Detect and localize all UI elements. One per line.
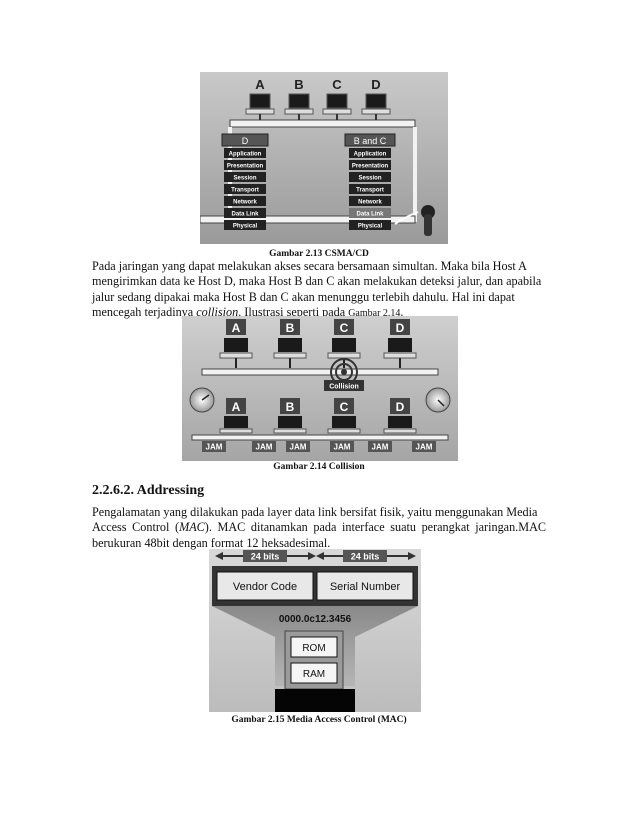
paragraph-collision-intro: Pada jaringan yang dapat melakukan akses… bbox=[92, 259, 546, 321]
computer-icon bbox=[327, 416, 361, 434]
computer-icon bbox=[284, 93, 314, 115]
osi-stack-b-and-c: B and C Application Presentation Session… bbox=[344, 133, 396, 230]
layer-label: Physical bbox=[233, 224, 258, 230]
text-line: mengirimkan data ke Host D, maka Host B … bbox=[92, 274, 542, 289]
jam-label: JAM bbox=[256, 443, 273, 452]
computer-icon bbox=[219, 416, 253, 434]
host-label: A bbox=[232, 400, 241, 414]
jam-label: JAM bbox=[372, 443, 389, 452]
section-heading: 2.2.6.2. Addressing bbox=[92, 483, 205, 498]
host-label: C bbox=[332, 77, 342, 92]
mac-address-label: 0000.0c12.3456 bbox=[279, 614, 352, 625]
serial-number-field bbox=[316, 571, 414, 601]
layer-label: Presentation bbox=[227, 164, 264, 170]
computer-icon bbox=[273, 338, 307, 359]
computer-icon bbox=[219, 338, 253, 359]
layer-label: Network bbox=[358, 200, 382, 206]
bits-label: 24 bits bbox=[351, 552, 380, 562]
text-line: jalur sedang dipakai maka Host B dan C a… bbox=[92, 289, 515, 304]
layer-label: Session bbox=[233, 176, 256, 182]
layer-label: Data Link bbox=[231, 212, 259, 218]
vendor-code-field bbox=[216, 571, 314, 601]
paragraph-addressing: Pengalamatan yang dilakukan pada layer d… bbox=[92, 505, 546, 551]
figure-caption: Gambar 2.14 Collision bbox=[273, 462, 365, 472]
jam-label: JAM bbox=[290, 443, 307, 452]
layer-label: Network bbox=[233, 200, 257, 206]
layer-label: Transport bbox=[231, 188, 259, 194]
figure-caption: Gambar 2.15 Media Access Control (MAC) bbox=[231, 715, 407, 725]
text-line: mencegah terjadinya collision. Ilustrasi… bbox=[92, 304, 404, 319]
figure-csma-cd: A B C D D Application Presentation Sessi… bbox=[200, 72, 448, 244]
text-line: Pada jaringan yang dapat melakukan akses… bbox=[92, 259, 527, 273]
collision-label: Collision bbox=[329, 384, 359, 391]
layer-label: Data Link bbox=[356, 212, 384, 218]
layer-label: Transport bbox=[356, 188, 384, 194]
rom-label: ROM bbox=[302, 643, 325, 654]
emphasis: MAC bbox=[179, 520, 205, 535]
vendor-code-label: Vendor Code bbox=[233, 581, 297, 593]
bits-arrow-left: 24 bits bbox=[215, 550, 316, 562]
host-label: D bbox=[371, 77, 380, 92]
host-label: D bbox=[396, 321, 405, 335]
layer-label: Application bbox=[354, 152, 387, 158]
figure-caption: Gambar 2.13 CSMA/CD bbox=[269, 249, 369, 259]
computer-icon bbox=[273, 416, 307, 434]
stack-title: D bbox=[242, 136, 249, 146]
computer-icon bbox=[383, 416, 417, 434]
detect-arrow bbox=[394, 211, 419, 225]
computer-icon bbox=[383, 338, 417, 359]
layer-label: Presentation bbox=[352, 164, 389, 170]
bits-label: 24 bits bbox=[251, 552, 280, 562]
stethoscope-icon bbox=[421, 205, 435, 236]
figure-mac: 24 bits 24 bits Vendor Code Serial Numbe… bbox=[209, 549, 421, 712]
computer-icon bbox=[361, 93, 391, 115]
osi-stack-d: D Application Presentation Session Trans… bbox=[221, 133, 269, 230]
computer-icon bbox=[322, 93, 352, 115]
serial-number-label: Serial Number bbox=[330, 581, 401, 593]
computer-icon bbox=[245, 93, 275, 115]
text-line: Access Control (MAC). MAC ditanamkan pad… bbox=[92, 520, 546, 535]
figure-reference: Gambar 2.14 bbox=[348, 307, 401, 319]
bits-arrow-right: 24 bits bbox=[316, 550, 416, 562]
computer-icon bbox=[327, 338, 361, 359]
jam-label: JAM bbox=[334, 443, 351, 452]
jam-label: JAM bbox=[416, 443, 433, 452]
host-labels-13: A B C D bbox=[255, 77, 380, 92]
text-line: berukuran 48bit dengan format 12 heksade… bbox=[92, 535, 331, 550]
layer-label: Physical bbox=[358, 224, 383, 230]
computer-icons-14-bottom bbox=[219, 416, 417, 434]
figure-collision: A B C D Collision A B C D bbox=[182, 316, 458, 461]
emphasis: collision bbox=[196, 304, 239, 319]
stack-title: B and C bbox=[354, 136, 387, 146]
host-label: A bbox=[232, 321, 241, 335]
host-label: B bbox=[286, 321, 295, 335]
computer-icons-14-top bbox=[219, 338, 417, 359]
ram-label: RAM bbox=[303, 669, 325, 680]
layer-label: Session bbox=[358, 176, 381, 182]
host-label: B bbox=[294, 77, 303, 92]
host-label: C bbox=[340, 400, 349, 414]
timer-icon bbox=[425, 387, 451, 413]
jam-label: JAM bbox=[206, 443, 223, 452]
layer-label: Application bbox=[229, 152, 262, 158]
text-line: Pengalamatan yang dilakukan pada layer d… bbox=[92, 505, 538, 519]
host-label: A bbox=[255, 77, 265, 92]
host-label: C bbox=[340, 321, 349, 335]
host-label: D bbox=[396, 400, 405, 414]
host-label: B bbox=[286, 400, 295, 414]
timer-icon bbox=[189, 387, 215, 413]
network-bus-14 bbox=[201, 368, 439, 376]
